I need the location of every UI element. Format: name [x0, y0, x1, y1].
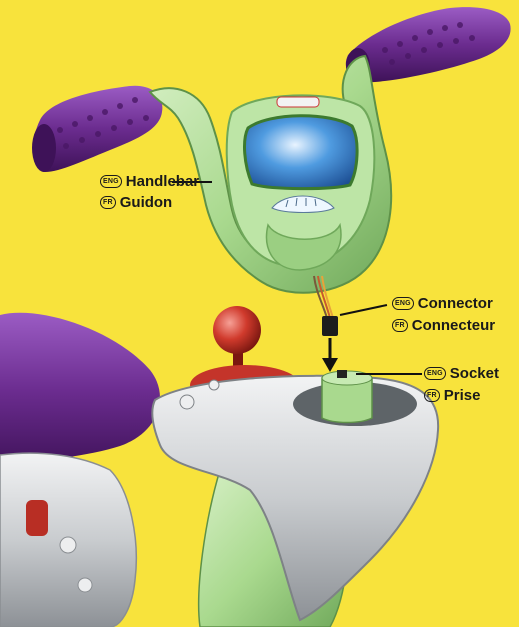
red-knob-icon	[213, 306, 261, 354]
eng-badge-icon: ENG	[100, 175, 122, 188]
handlebar-label-fr: FR Guidon	[100, 193, 172, 212]
handlebar-text-fr: Guidon	[120, 193, 173, 212]
connector-text-en: Connector	[418, 294, 493, 313]
connector-label-en: ENG Connector	[392, 294, 493, 313]
socket-text-en: Socket	[450, 364, 499, 383]
socket-callout-line	[356, 373, 422, 375]
socket-label-fr: FR Prise	[424, 386, 480, 405]
fr-badge-icon: FR	[392, 319, 408, 332]
fr-badge-icon: FR	[100, 196, 116, 209]
brand-logo-icon	[277, 97, 319, 107]
socket-label-en: ENG Socket	[424, 364, 499, 383]
connector-text-fr: Connecteur	[412, 316, 495, 335]
eng-badge-icon: ENG	[392, 297, 414, 310]
connector-label-fr: FR Connecteur	[392, 316, 495, 335]
socket-text-fr: Prise	[444, 386, 481, 405]
handlebar-label-en: ENG Handlebar	[100, 172, 199, 191]
eng-badge-icon: ENG	[424, 367, 446, 380]
handlebar-text-en: Handlebar	[126, 172, 199, 191]
fr-badge-icon: FR	[424, 389, 440, 402]
display-screen	[245, 116, 358, 189]
connector-plug-icon	[322, 316, 338, 336]
